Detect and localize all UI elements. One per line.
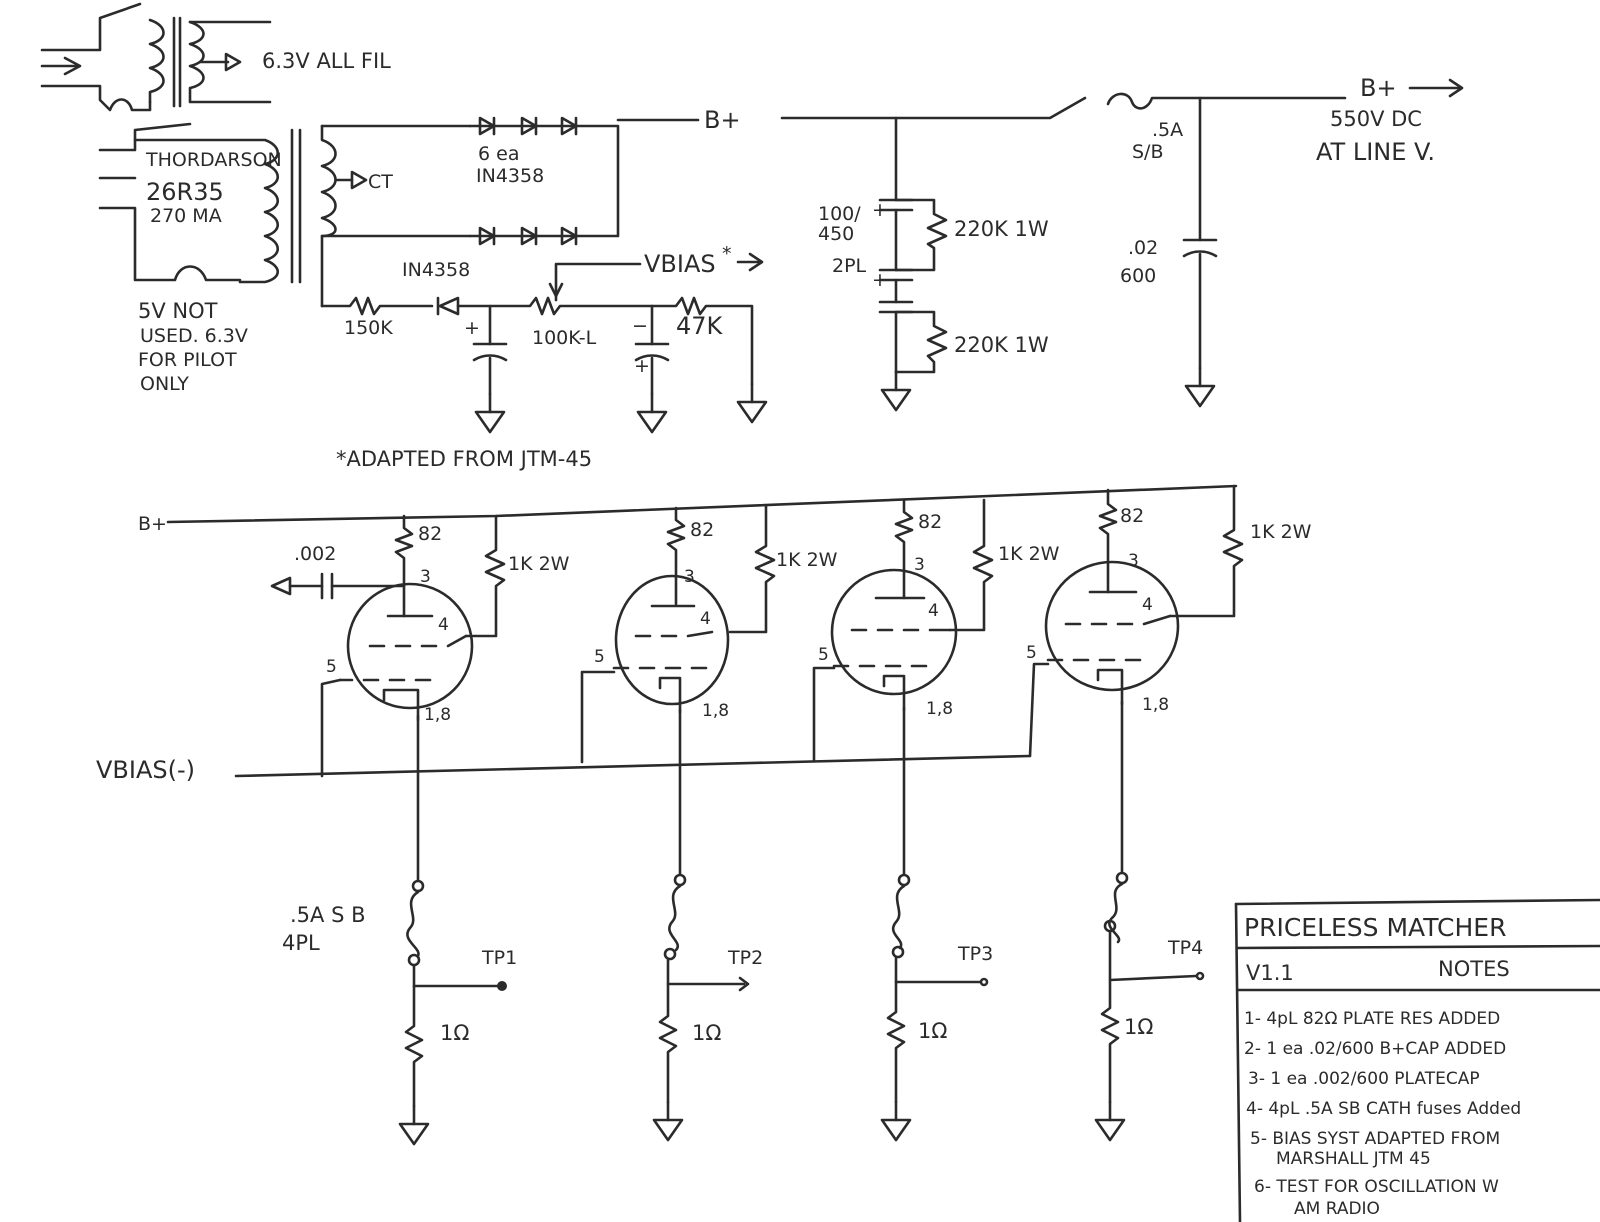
filter-stack: 100/ 450 2PL 220K 1W 220K 1W + + [818, 116, 1049, 412]
bias-diode: IN4358 [402, 259, 470, 281]
diode-string-top [478, 116, 578, 136]
svg-text:1,8: 1,8 [926, 699, 953, 719]
notused-line3: FOR PILOT [138, 349, 237, 371]
svg-text:5: 5 [594, 647, 605, 667]
svg-text:−: − [632, 315, 648, 337]
svg-text:4: 4 [438, 615, 449, 635]
xfmr-model: 26R35 [146, 178, 224, 206]
svg-text:4: 4 [1142, 595, 1153, 615]
bleeder-2: 220K 1W [954, 333, 1049, 357]
bleeder-1: 220K 1W [954, 217, 1049, 241]
note-5b: MARSHALL JTM 45 [1276, 1149, 1431, 1169]
diode-part: IN4358 [476, 165, 544, 187]
platecap-label: .002 [294, 543, 336, 565]
tp3-label: TP3 [957, 943, 993, 965]
svg-text:82: 82 [1120, 505, 1144, 527]
out-voltage: 550V DC [1330, 107, 1422, 131]
filter-cap-value: 100/ [818, 203, 861, 225]
svg-text:3: 3 [914, 555, 925, 575]
svg-text:3: 3 [1128, 551, 1139, 571]
svg-text:3: 3 [684, 567, 695, 587]
notes-box: PRICELESS MATCHER V1.1 NOTES 1- 4pL 82Ω … [1234, 898, 1600, 1222]
out-note: AT LINE V. [1316, 138, 1435, 166]
xfmr-name: THORDARSON [145, 149, 282, 171]
svg-text:3: 3 [420, 567, 431, 587]
tp4-label: TP4 [1167, 937, 1203, 959]
bplus-bypass-cap: .02 600 [1120, 237, 1218, 408]
cath-r-1: 1Ω [440, 1021, 469, 1045]
fuse-type: S/B [1132, 141, 1164, 163]
svg-text:4: 4 [928, 601, 939, 621]
svg-text:5: 5 [326, 657, 337, 677]
svg-text:1Ω: 1Ω [692, 1021, 721, 1045]
svg-text:1K 2W: 1K 2W [776, 549, 838, 571]
cath-fuse-qty: 4PL [282, 931, 320, 955]
notused-line4: ONLY [140, 373, 189, 395]
bplus-label: B+ [704, 106, 741, 134]
bias-supply: VBIAS * IN4358 150K 100K-L 47K + − + *AD… [320, 243, 768, 471]
xfmr-current: 270 MA [150, 205, 222, 227]
svg-text:+: + [872, 199, 888, 221]
svg-text:+: + [464, 317, 480, 339]
note-5: 5- BIAS SYST ADAPTED FROM [1250, 1129, 1500, 1149]
svg-text:82: 82 [690, 519, 714, 541]
bias-pot: 100K-L [532, 327, 597, 349]
svg-text:1Ω: 1Ω [918, 1019, 947, 1043]
hv-secondary: CT 6 ea IN4358 [320, 116, 620, 308]
svg-text:*: * [722, 243, 732, 265]
svg-text:1,8: 1,8 [424, 705, 451, 725]
notused-line1: 5V NOT [138, 299, 218, 323]
bias-footnote: *ADAPTED FROM JTM-45 [336, 447, 592, 471]
filter-cap-qty: 2PL [832, 255, 867, 277]
tubes-vbias: VBIAS(-) [96, 756, 195, 784]
notes-version: V1.1 [1246, 961, 1294, 985]
svg-text:1,8: 1,8 [1142, 695, 1169, 715]
svg-text:1K 2W: 1K 2W [998, 543, 1060, 565]
filament-label: 6.3V ALL FIL [262, 49, 391, 73]
diode-count: 6 ea [478, 143, 519, 165]
bias-r1: 150K [344, 317, 393, 339]
svg-text:5: 5 [1026, 643, 1037, 663]
note-2: 2- 1 ea .02/600 B+CAP ADDED [1244, 1039, 1506, 1059]
notes-title: PRICELESS MATCHER [1244, 913, 1506, 942]
svg-text:82: 82 [918, 511, 942, 533]
hv-transformer: THORDARSON 26R35 270 MA 5V NOT USED. 6.3… [98, 122, 302, 395]
svg-text:1,8: 1,8 [702, 701, 729, 721]
bypass-cap-value: .02 [1128, 237, 1158, 259]
ct-label: CT [368, 171, 393, 193]
svg-text:5: 5 [818, 645, 829, 665]
note-6: 6- TEST FOR OSCILLATION W [1254, 1177, 1499, 1197]
note-4: 4- 4pL .5A SB CATH fuses Added [1246, 1099, 1521, 1119]
filter-cap-voltage: 450 [818, 223, 854, 245]
notused-line2: USED. 6.3V [140, 325, 248, 347]
bias-r2: 47K [676, 312, 724, 340]
svg-text:4: 4 [700, 609, 711, 629]
vbias-out: VBIAS [644, 250, 716, 278]
tp1-label: TP1 [481, 947, 517, 969]
note-6b: AM RADIO [1294, 1199, 1380, 1219]
note-3: 3- 1 ea .002/600 PLATECAP [1248, 1069, 1480, 1089]
note-1: 1- 4pL 82Ω PLATE RES ADDED [1244, 1009, 1500, 1029]
fuse-rating: .5A [1152, 119, 1183, 141]
tube-4: 82 1K 2W 3 4 5 1,8 TP4 1Ω [1026, 484, 1312, 1142]
svg-text:1Ω: 1Ω [1124, 1015, 1153, 1039]
notes-heading: NOTES [1438, 957, 1510, 981]
tp2-label: TP2 [727, 947, 763, 969]
svg-text:+: + [634, 355, 650, 377]
bypass-cap-voltage: 600 [1120, 265, 1156, 287]
tube-1: 82 1K 2W 3 4 5 1,8 TP1 1Ω .5A S B 4PL [282, 514, 570, 1146]
plate-r-label: 82 [418, 523, 442, 545]
bplus-out: B+ [1360, 74, 1397, 102]
filament-transformer: 6.3V ALL FIL [40, 2, 391, 112]
svg-text:+: + [872, 269, 888, 291]
screen-r-label: 1K 2W [508, 553, 570, 575]
bplus-rail-top: B+ .5A S/B B+ 550V DC AT LINE V. [616, 74, 1464, 242]
tube-2: 82 1K 2W 3 4 5 1,8 TP2 1Ω [580, 504, 838, 1142]
tubes-bplus: B+ [138, 513, 167, 535]
tube-3: 82 1K 2W 3 4 5 1,8 TP3 1Ω [812, 498, 1060, 1142]
svg-text:1K 2W: 1K 2W [1250, 521, 1312, 543]
diode-string-bottom [478, 226, 578, 246]
cath-fuse-rating: .5A S B [290, 903, 366, 927]
